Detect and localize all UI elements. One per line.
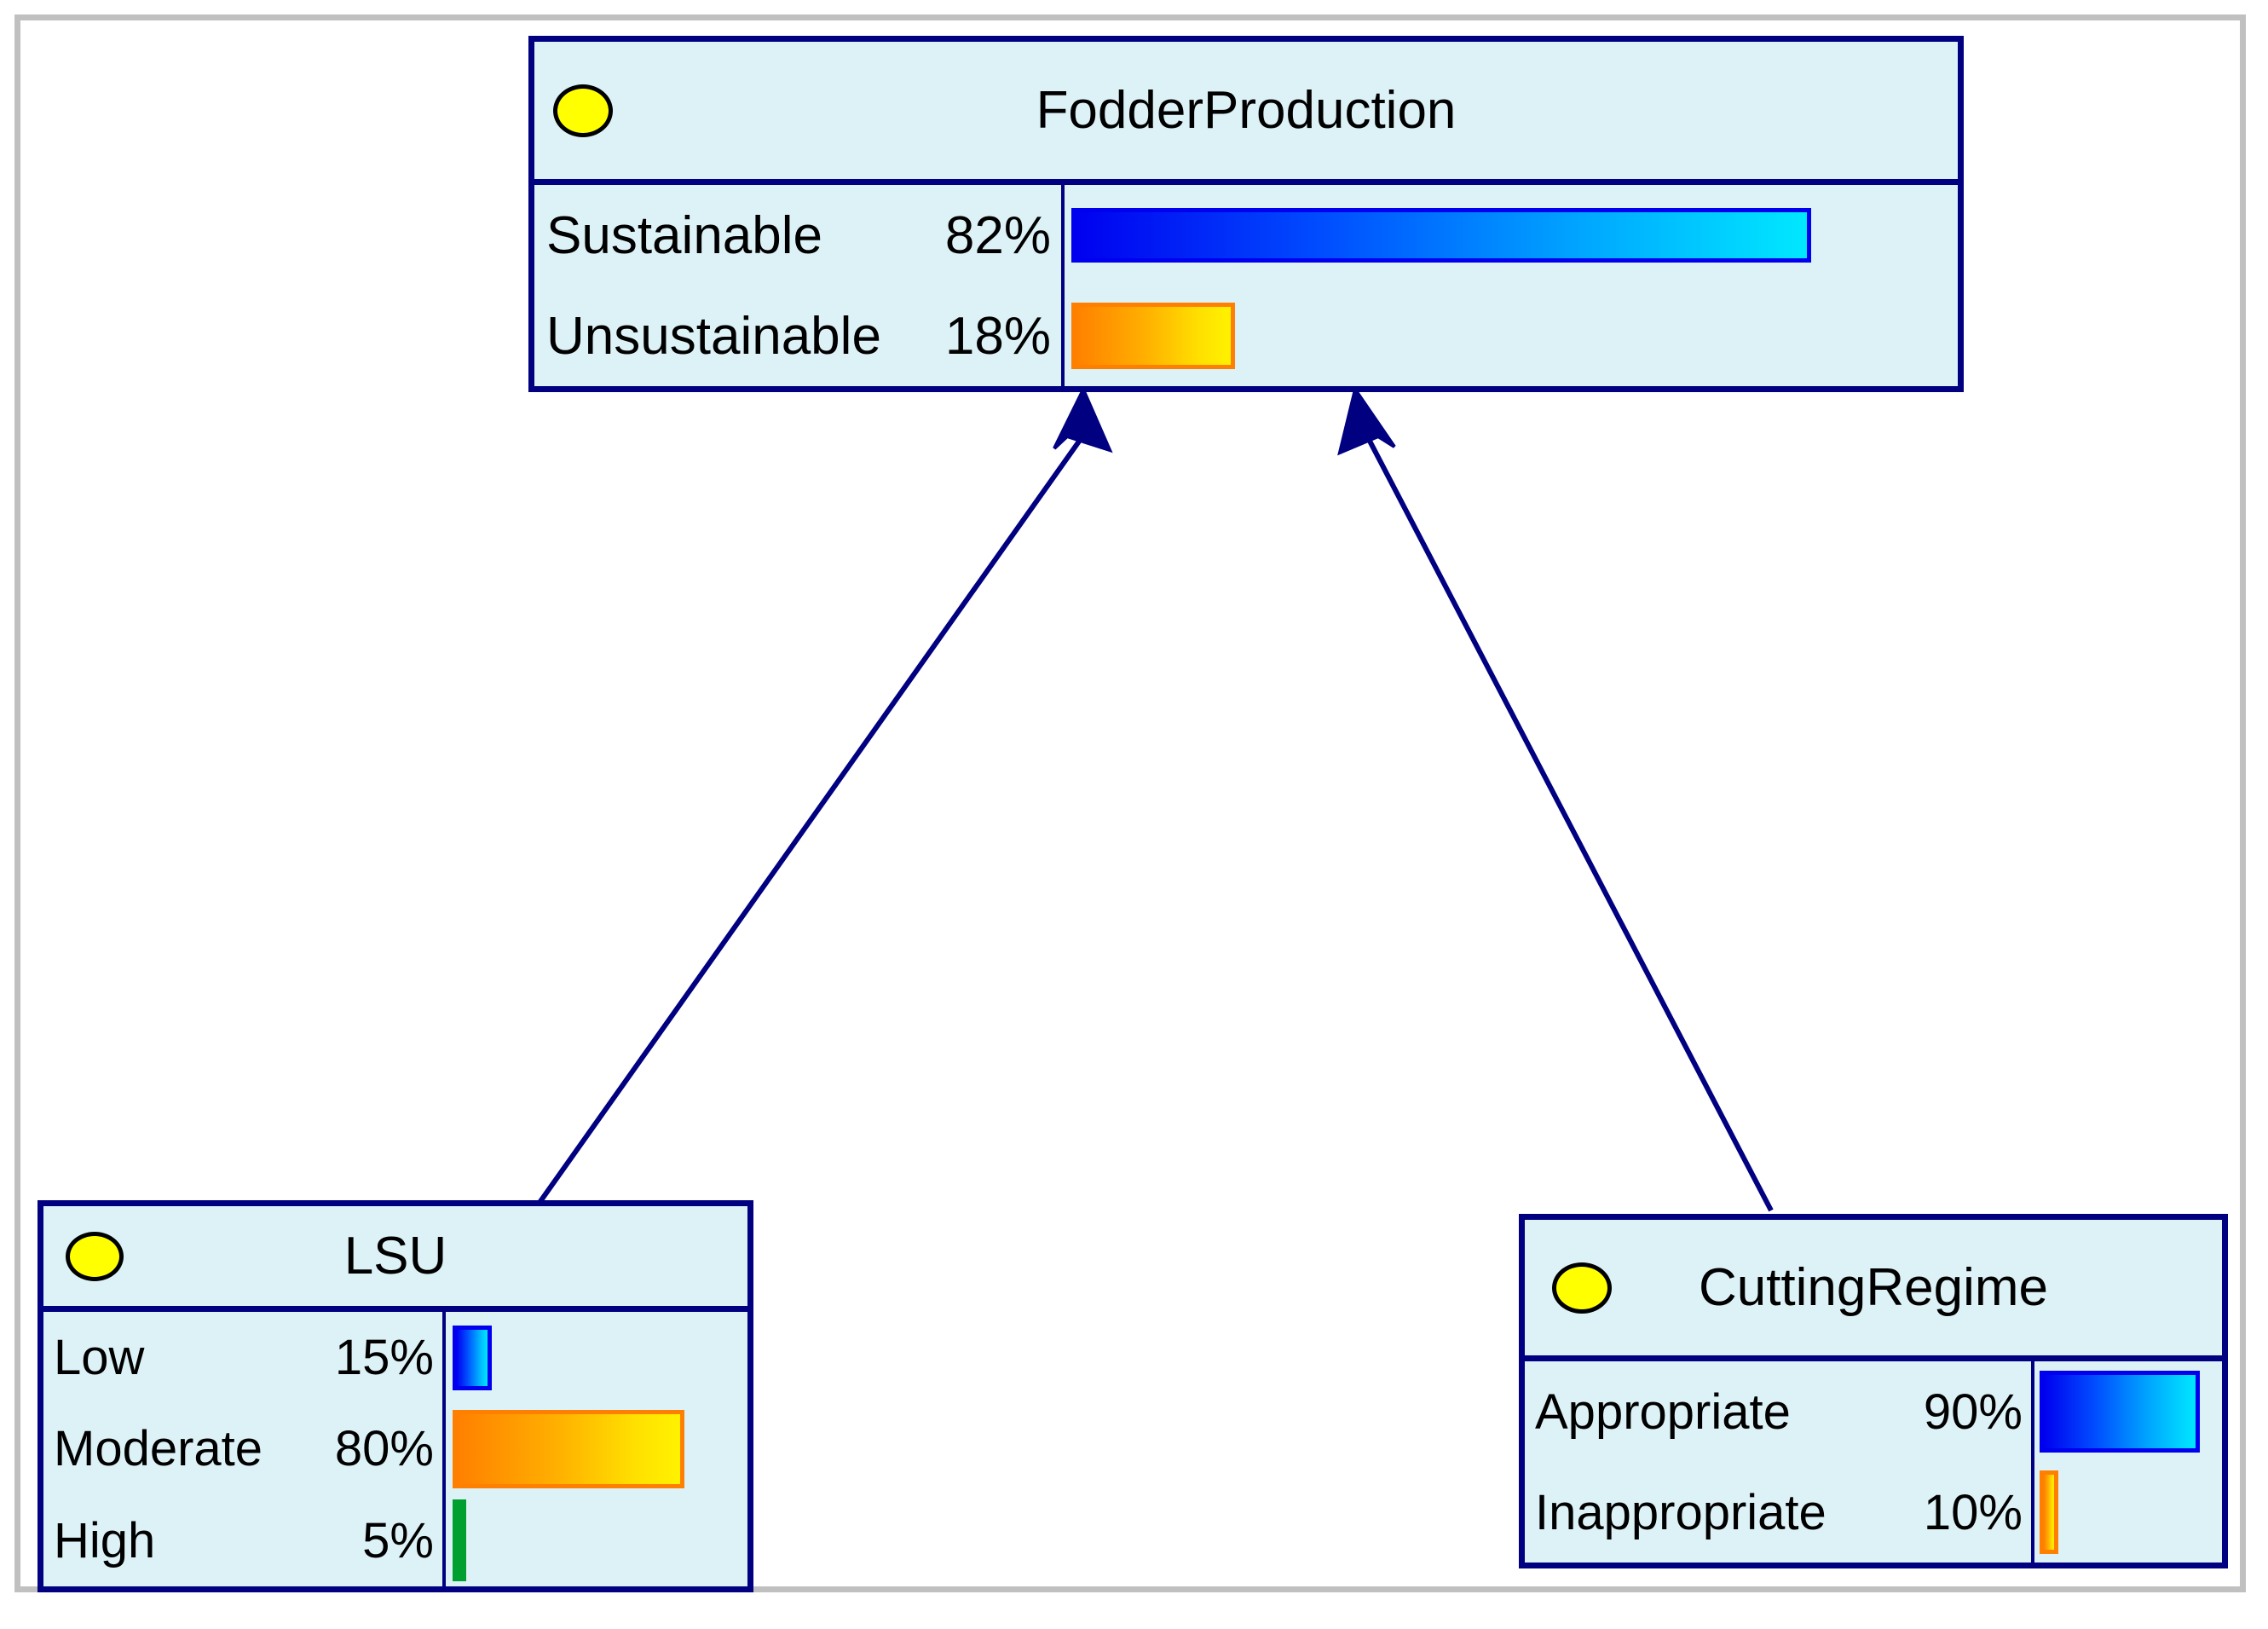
node-cutting-regime[interactable]: CuttingRegime Appropriate 90% Inappropri… (1519, 1214, 2228, 1568)
node-fodder-production[interactable]: FodderProduction Sustainable 82% Unsusta… (528, 36, 1964, 392)
bar-row (2034, 1462, 2222, 1563)
state-percent: 80% (334, 1421, 434, 1477)
node-body-fodder-production: Sustainable 82% Unsustainable 18% (534, 185, 1958, 386)
state-row[interactable]: Sustainable 82% (534, 185, 1061, 286)
yellow-ellipse-icon (66, 1232, 124, 1281)
bar-row (1065, 185, 1958, 286)
bar-row (446, 1403, 747, 1494)
state-percent: 90% (1923, 1383, 2023, 1440)
state-bar-unsustainable (1071, 303, 1235, 369)
state-bar-high (453, 1499, 466, 1582)
bar-row (2034, 1361, 2222, 1462)
node-title-cutting-regime: CuttingRegime (1698, 1258, 2049, 1317)
state-percent: 10% (1923, 1484, 2023, 1540)
state-percent: 5% (362, 1512, 434, 1568)
state-row[interactable]: Unsustainable 18% (534, 286, 1061, 386)
state-bar-column-lsu (446, 1312, 747, 1586)
bar-row (1065, 286, 1958, 386)
node-title-fodder-production: FodderProduction (1036, 81, 1457, 140)
state-name: Moderate (54, 1421, 263, 1477)
state-name: Inappropriate (1535, 1484, 1827, 1540)
bar-row (446, 1312, 747, 1403)
state-percent: 82% (944, 205, 1051, 265)
state-bar-column-fodder-production (1065, 185, 1958, 386)
yellow-ellipse-icon (1552, 1262, 1612, 1314)
state-bar-low (453, 1325, 492, 1390)
state-bar-appropriate (2040, 1371, 2200, 1453)
state-name: Unsustainable (546, 306, 881, 366)
state-label-column-lsu: Low 15% Moderate 80% High 5% (43, 1312, 446, 1586)
state-percent: 18% (944, 306, 1051, 366)
node-body-cutting-regime: Appropriate 90% Inappropriate 10% (1525, 1361, 2222, 1563)
state-name: High (54, 1512, 156, 1568)
node-header-cutting-regime: CuttingRegime (1525, 1220, 2222, 1361)
state-row[interactable]: Inappropriate 10% (1525, 1462, 2031, 1563)
state-row[interactable]: High 5% (43, 1495, 442, 1586)
node-header-lsu: LSU (43, 1206, 747, 1312)
node-header-fodder-production: FodderProduction (534, 42, 1958, 185)
node-lsu[interactable]: LSU Low 15% Moderate 80% High 5% (38, 1200, 753, 1592)
state-label-column-cutting-regime: Appropriate 90% Inappropriate 10% (1525, 1361, 2034, 1563)
state-label-column-fodder-production: Sustainable 82% Unsustainable 18% (534, 185, 1065, 386)
state-row[interactable]: Low 15% (43, 1312, 442, 1403)
state-name: Appropriate (1535, 1383, 1791, 1440)
state-name: Sustainable (546, 205, 823, 265)
state-bar-inappropriate (2040, 1470, 2058, 1554)
bar-row (446, 1495, 747, 1586)
state-name: Low (54, 1330, 145, 1386)
state-bar-moderate (453, 1409, 684, 1488)
node-title-lsu: LSU (343, 1227, 447, 1285)
node-body-lsu: Low 15% Moderate 80% High 5% (43, 1312, 747, 1586)
state-bar-sustainable (1071, 208, 1811, 263)
state-row[interactable]: Moderate 80% (43, 1403, 442, 1494)
state-bar-column-cutting-regime (2034, 1361, 2222, 1563)
state-percent: 15% (334, 1330, 434, 1386)
state-row[interactable]: Appropriate 90% (1525, 1361, 2031, 1462)
yellow-ellipse-icon (553, 84, 613, 137)
